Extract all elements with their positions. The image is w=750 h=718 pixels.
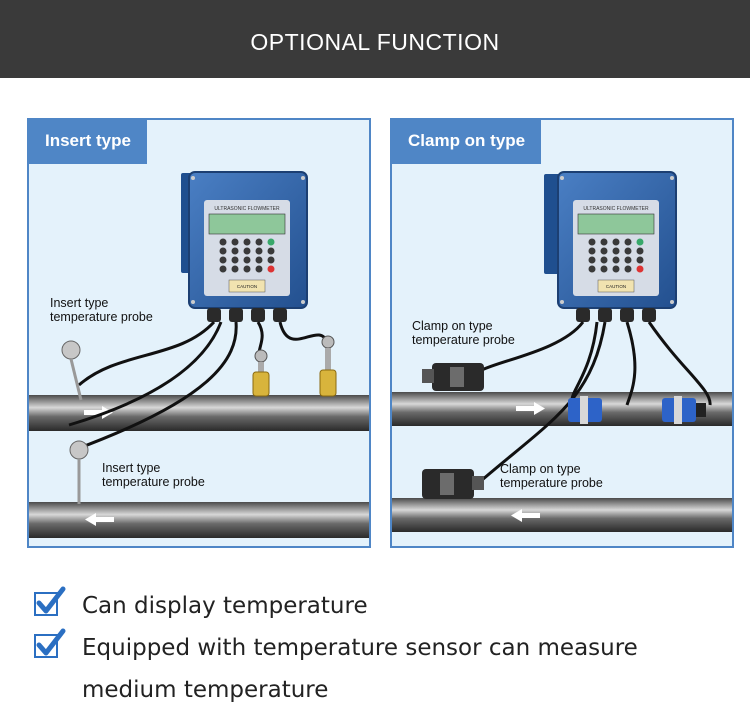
page-title: OPTIONAL FUNCTION	[250, 29, 500, 55]
header-banner	[0, 0, 750, 78]
insert-transducer-2	[319, 335, 337, 397]
flowmeter-device: ULTRASONIC FLOWMETER CAUTION	[181, 171, 308, 322]
lower-pipe	[29, 502, 369, 538]
insert-probe-label-lower: Insert type temperature probe	[102, 461, 205, 489]
clamp-on-type-illustration: ULTRASONIC FLOWMETER CAUTION	[392, 171, 732, 532]
temperature-probe-lower	[69, 440, 89, 504]
caution-label: CAUTION	[237, 284, 257, 289]
clamp-temperature-sensor-lower	[422, 469, 484, 499]
lower-pipe	[392, 498, 732, 532]
clamp-probe-label-lower: Clamp on type temperature probe	[500, 462, 603, 490]
feature-item: Equipped with temperature sensor can mea…	[32, 627, 682, 711]
caution-label: CAUTION	[606, 284, 626, 289]
feature-text: Can display temperature	[82, 593, 368, 619]
flow-arrow-left	[85, 513, 114, 526]
device-label: ULTRASONIC FLOWMETER	[214, 206, 280, 212]
clamp-probe-label-upper: Clamp on type temperature probe	[412, 319, 515, 347]
clamp-transducer-1	[568, 396, 602, 424]
insert-probe-label-upper: Insert type temperature probe	[50, 296, 153, 324]
checkmark-icon	[34, 628, 66, 658]
cables	[68, 320, 329, 452]
insert-type-illustration: ULTRASONIC FLOWMETER CAUTION	[29, 171, 369, 538]
flow-arrow-left	[511, 509, 540, 522]
insert-transducer-1	[252, 349, 270, 397]
flowmeter-device: ULTRASONIC FLOWMETER CAUTION	[544, 171, 677, 322]
temperature-probe-upper	[61, 340, 83, 401]
clamp-on-type-panel: ULTRASONIC FLOWMETER CAUTION	[390, 118, 734, 548]
feature-item: Can display temperature	[32, 585, 682, 627]
insert-type-panel: ULTRASONIC FLOWMETER CAUTION	[27, 118, 371, 548]
checkmark-icon	[34, 586, 66, 616]
upper-pipe	[29, 395, 369, 431]
feature-text: Equipped with temperature sensor can mea…	[82, 635, 638, 703]
tab-insert-type[interactable]: Insert type	[29, 120, 147, 164]
cables	[481, 321, 712, 482]
flow-arrow-right	[516, 402, 545, 415]
tab-clamp-on-type[interactable]: Clamp on type	[392, 120, 542, 164]
device-label: ULTRASONIC FLOWMETER	[583, 206, 649, 212]
clamp-transducer-2	[662, 396, 706, 424]
clamp-temperature-sensor-upper	[422, 363, 484, 391]
